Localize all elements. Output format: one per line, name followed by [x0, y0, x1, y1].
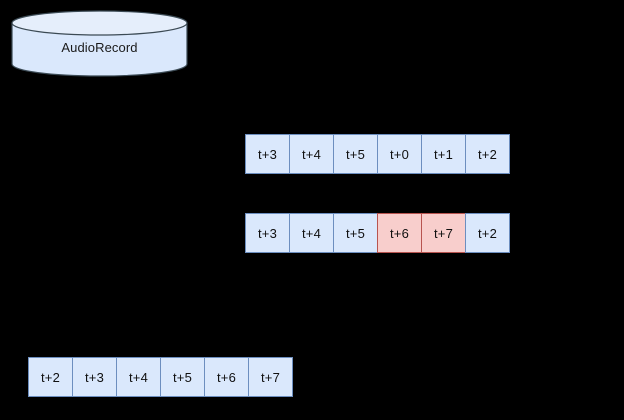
- buffer-cell[interactable]: t+3: [72, 357, 117, 397]
- ring-buffer-current: t+3 t+4 t+5 t+0 t+1 t+2: [245, 134, 510, 174]
- audiorecord-label: AudioRecord: [61, 40, 138, 55]
- buffer-cell[interactable]: t+2: [465, 213, 510, 253]
- buffer-cell[interactable]: t+4: [116, 357, 161, 397]
- buffer-cell[interactable]: t+3: [245, 213, 290, 253]
- buffer-cell[interactable]: t+7: [248, 357, 293, 397]
- buffer-cell[interactable]: t+0: [377, 134, 422, 174]
- buffer-cell[interactable]: t+6: [204, 357, 249, 397]
- buffer-cell-highlighted[interactable]: t+6: [377, 213, 422, 253]
- cylinder-icon: [11, 10, 188, 77]
- buffer-cell[interactable]: t+1: [421, 134, 466, 174]
- buffer-cell[interactable]: t+5: [333, 213, 378, 253]
- buffer-cell[interactable]: t+5: [160, 357, 205, 397]
- buffer-cell[interactable]: t+5: [333, 134, 378, 174]
- buffer-cell[interactable]: t+4: [289, 213, 334, 253]
- buffer-cell[interactable]: t+3: [245, 134, 290, 174]
- ring-buffer-overwritten: t+3 t+4 t+5 t+6 t+7 t+2: [245, 213, 510, 253]
- buffer-cell[interactable]: t+4: [289, 134, 334, 174]
- audiorecord-datastore[interactable]: AudioRecord: [11, 10, 188, 77]
- buffer-cell[interactable]: t+2: [28, 357, 73, 397]
- ordered-buffer: t+2 t+3 t+4 t+5 t+6 t+7: [28, 357, 293, 397]
- buffer-cell-highlighted[interactable]: t+7: [421, 213, 466, 253]
- buffer-cell[interactable]: t+2: [465, 134, 510, 174]
